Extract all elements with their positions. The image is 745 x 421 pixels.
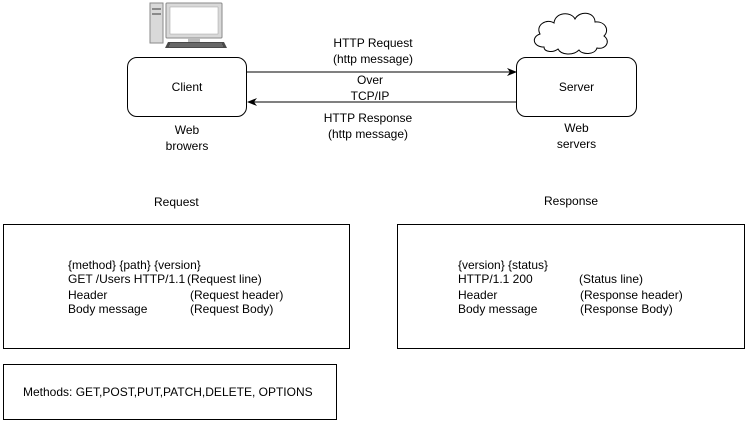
request-header-value: Header [68,288,108,302]
response-edge-label-line-2: (http message) [327,127,409,141]
methods-box: Methods: GET,POST,PUT,PATCH,DELETE, OPTI… [3,364,337,420]
response-template: {version} {status} [458,258,549,272]
client-caption-line-2: browers [165,139,209,153]
request-edge-label-line-2: (http message) [332,52,414,66]
client-node: Client [127,57,247,117]
desktop-computer-icon [149,2,227,48]
status-line-note: (Status line) [579,272,644,286]
server-caption-line-1: Web [564,121,589,135]
request-body-value: Body message [68,302,148,316]
response-title: Response [544,194,599,208]
transport-edge-label-line-2: TCP/IP [350,89,390,103]
response-body-value: Body message [458,302,538,316]
methods-text: Methods: GET,POST,PUT,PATCH,DELETE, OPTI… [23,385,313,399]
response-edge-label-line-1: HTTP Response [323,111,413,125]
request-edge-label-line-1: HTTP Request [333,36,413,50]
request-template: {method} {path} {version} [68,258,201,272]
response-header-note: (Response header) [580,288,683,302]
request-edge-label: HTTP Request (http message) [313,35,433,67]
client-caption: Web browers [127,122,247,154]
request-line-note: (Request line) [187,272,262,286]
server-caption-line-2: servers [556,137,597,151]
cloud-icon [533,12,608,55]
transport-edge-label-line-1: Over [356,73,383,87]
response-edge-label: HTTP Response (http message) [308,110,428,142]
status-line-value: HTTP/1.1 200 [458,272,533,286]
server-node: Server [516,57,637,117]
request-box: {method} {path} {version} GET /Users HTT… [3,224,350,349]
request-header-note: (Request header) [190,288,284,302]
request-title: Request [154,195,199,209]
request-body-note: (Request Body) [190,302,274,316]
transport-edge-label: Over TCP/IP [320,72,420,104]
server-caption: Web servers [516,120,637,152]
server-label: Server [558,80,595,94]
response-body-note: (Response Body) [580,302,673,316]
response-box: {version} {status} HTTP/1.1 200 (Status … [397,224,745,349]
client-caption-line-1: Web [174,123,200,137]
response-header-value: Header [458,288,498,302]
client-label: Client [171,80,203,94]
request-line-value: GET /Users HTTP/1.1 [68,272,186,286]
